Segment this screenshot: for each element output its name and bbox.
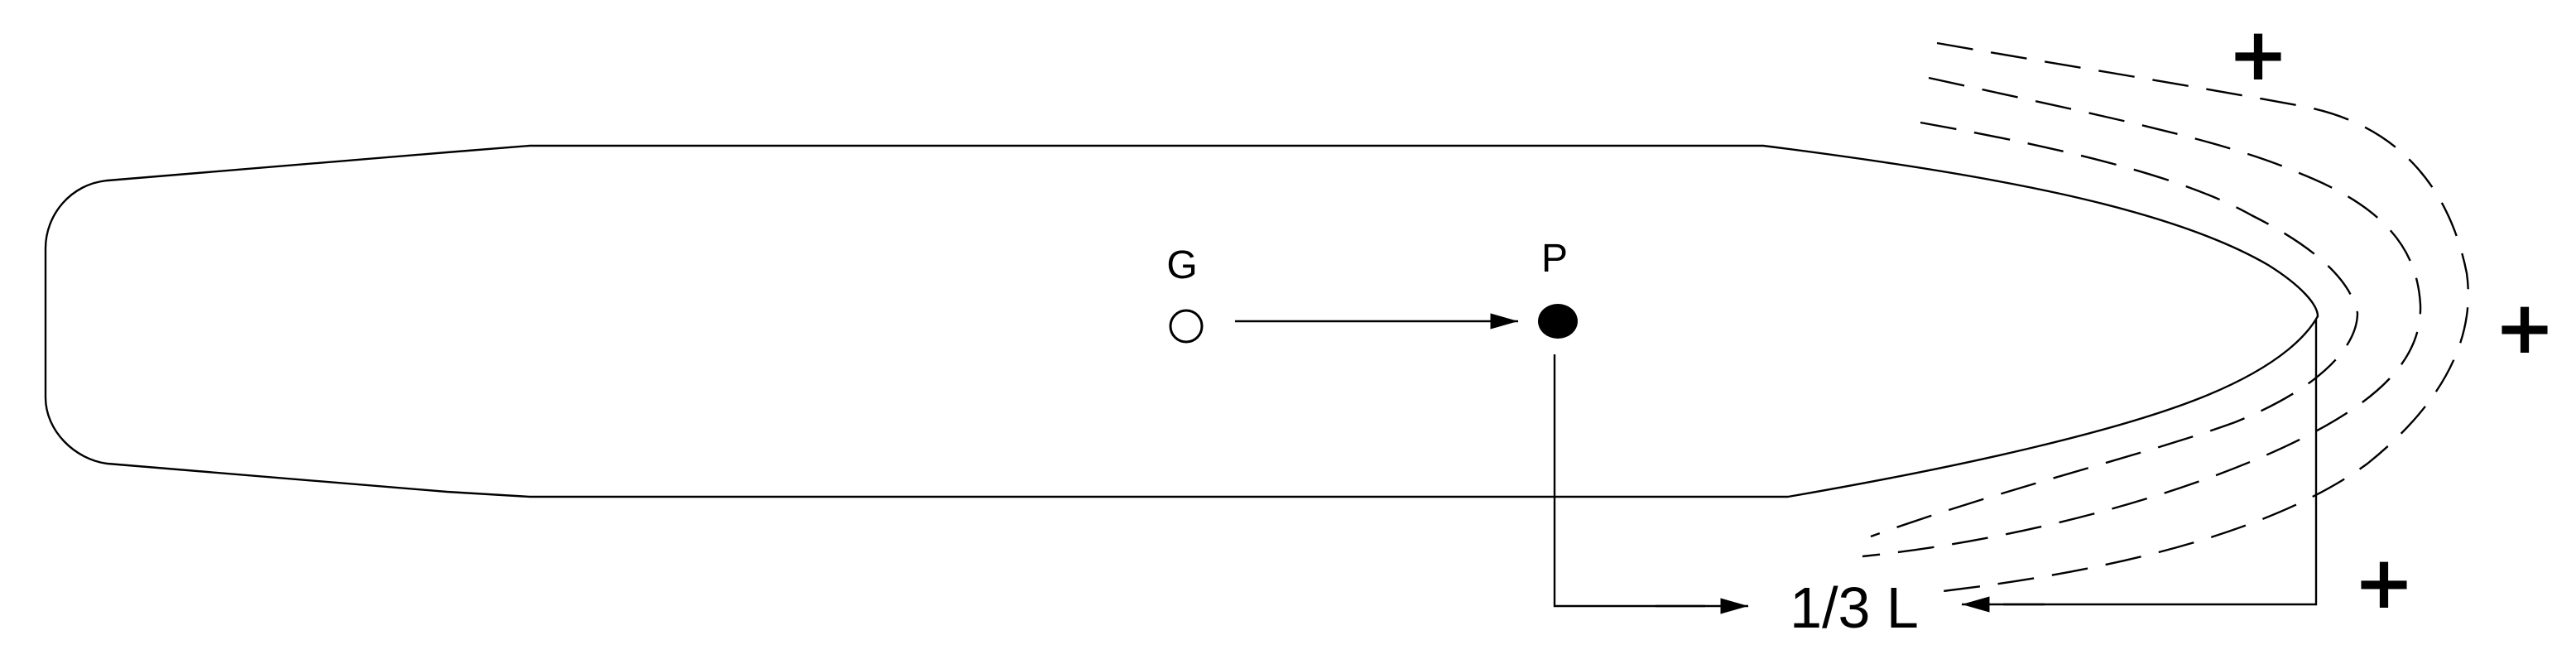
p-point [1538, 304, 1578, 339]
p-label: P [1541, 237, 1568, 281]
dashed-curve-inner [1870, 121, 2359, 538]
bow-to-dimension-leader [2003, 320, 2318, 606]
plus-mark-bottom: + [2353, 540, 2415, 625]
dimension-label: 1/3 L [1790, 575, 1919, 640]
hull-outline [44, 144, 2319, 498]
dashed-curve-middle [1862, 76, 2422, 558]
dashed-curve-outer [1928, 41, 2470, 594]
plus-mark-right: + [2494, 285, 2555, 370]
plus-mark-top: + [2228, 12, 2289, 97]
g-point [1169, 309, 1204, 344]
g-label: G [1166, 243, 1197, 287]
p-to-dimension-leader [1553, 354, 1705, 608]
